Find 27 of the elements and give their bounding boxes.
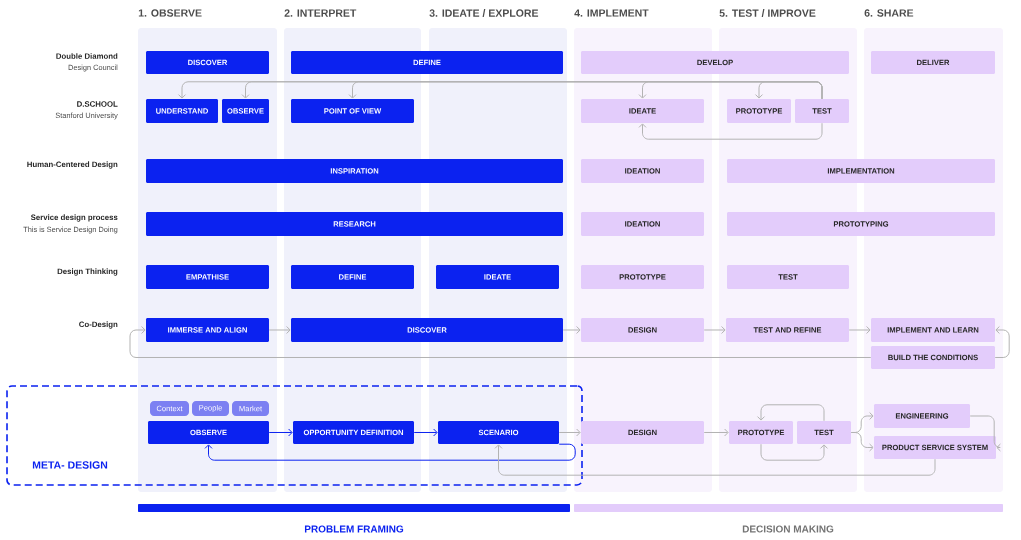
arrow [494,444,936,476]
arrow [413,428,438,437]
phase-heading: 2. INTERPRET [284,9,357,17]
arrow [760,443,828,461]
arrow [129,326,872,358]
arrow [703,326,726,334]
phase-heading: 1. OBSERVE [138,9,202,17]
arrow [703,428,729,437]
phase-heading: 4. IMPLEMENT [574,9,649,17]
arrow [850,432,874,452]
phase-heading: 6. SHARE [864,9,914,17]
arrow [268,326,291,334]
arrow [268,428,293,437]
arrow [562,326,581,334]
phase-group-label: DECISION MAKING [742,525,834,533]
arrow [994,326,1010,358]
arrow [969,415,1001,452]
phase-heading: 5. TEST / IMPROVE [719,9,816,17]
arrow [755,81,823,100]
arrow [848,326,871,334]
arrow [204,443,576,461]
arrow [757,404,825,422]
group-title: META- DESIGN [32,461,108,469]
phase-heading: 3. IDEATE / EXPLORE [429,9,539,17]
arrow [558,428,581,437]
arrow [638,122,823,140]
phase-group-label: PROBLEM FRAMING [304,525,404,533]
